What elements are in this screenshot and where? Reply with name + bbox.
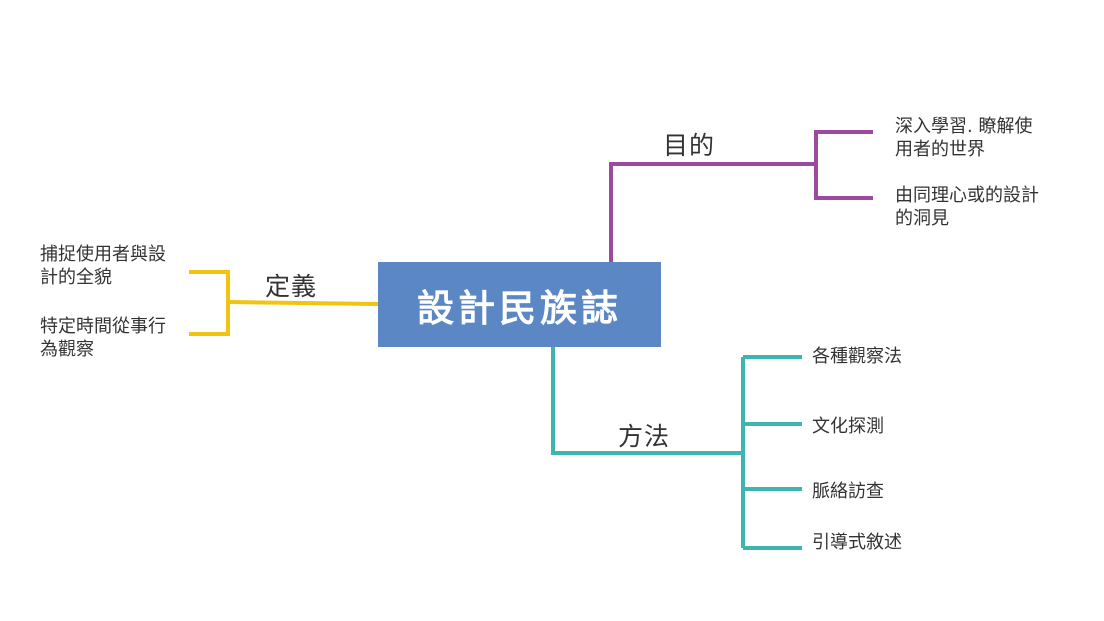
method-item[interactable]: 引導式敘述 [812,532,902,553]
purpose-item[interactable]: 深入學習. 瞭解使 用者的世界 [895,116,1033,160]
branch-method-label[interactable]: 方法 [618,422,671,451]
definition-bracket [189,270,230,336]
definition-connector [228,300,379,306]
branch-definition-label[interactable]: 定義 [265,272,318,301]
method-item[interactable]: 各種觀察法 [812,346,902,367]
central-topic-label: 設計民族誌 [417,286,622,330]
central-topic-node[interactable]: 設計民族誌 [378,262,661,347]
definition-item[interactable]: 特定時間從事行 為觀察 [40,316,166,360]
method-item[interactable]: 文化探測 [812,416,884,437]
purpose-item[interactable]: 由同理心或的設計 的洞見 [895,185,1039,229]
branch-purpose-label[interactable]: 目的 [663,131,716,160]
purpose-bracket [814,130,873,200]
method-connector [551,347,743,455]
purpose-connector [609,162,815,262]
method-item[interactable]: 脈絡訪查 [812,481,884,502]
definition-item[interactable]: 捕捉使用者與設 計的全貌 [40,244,166,288]
